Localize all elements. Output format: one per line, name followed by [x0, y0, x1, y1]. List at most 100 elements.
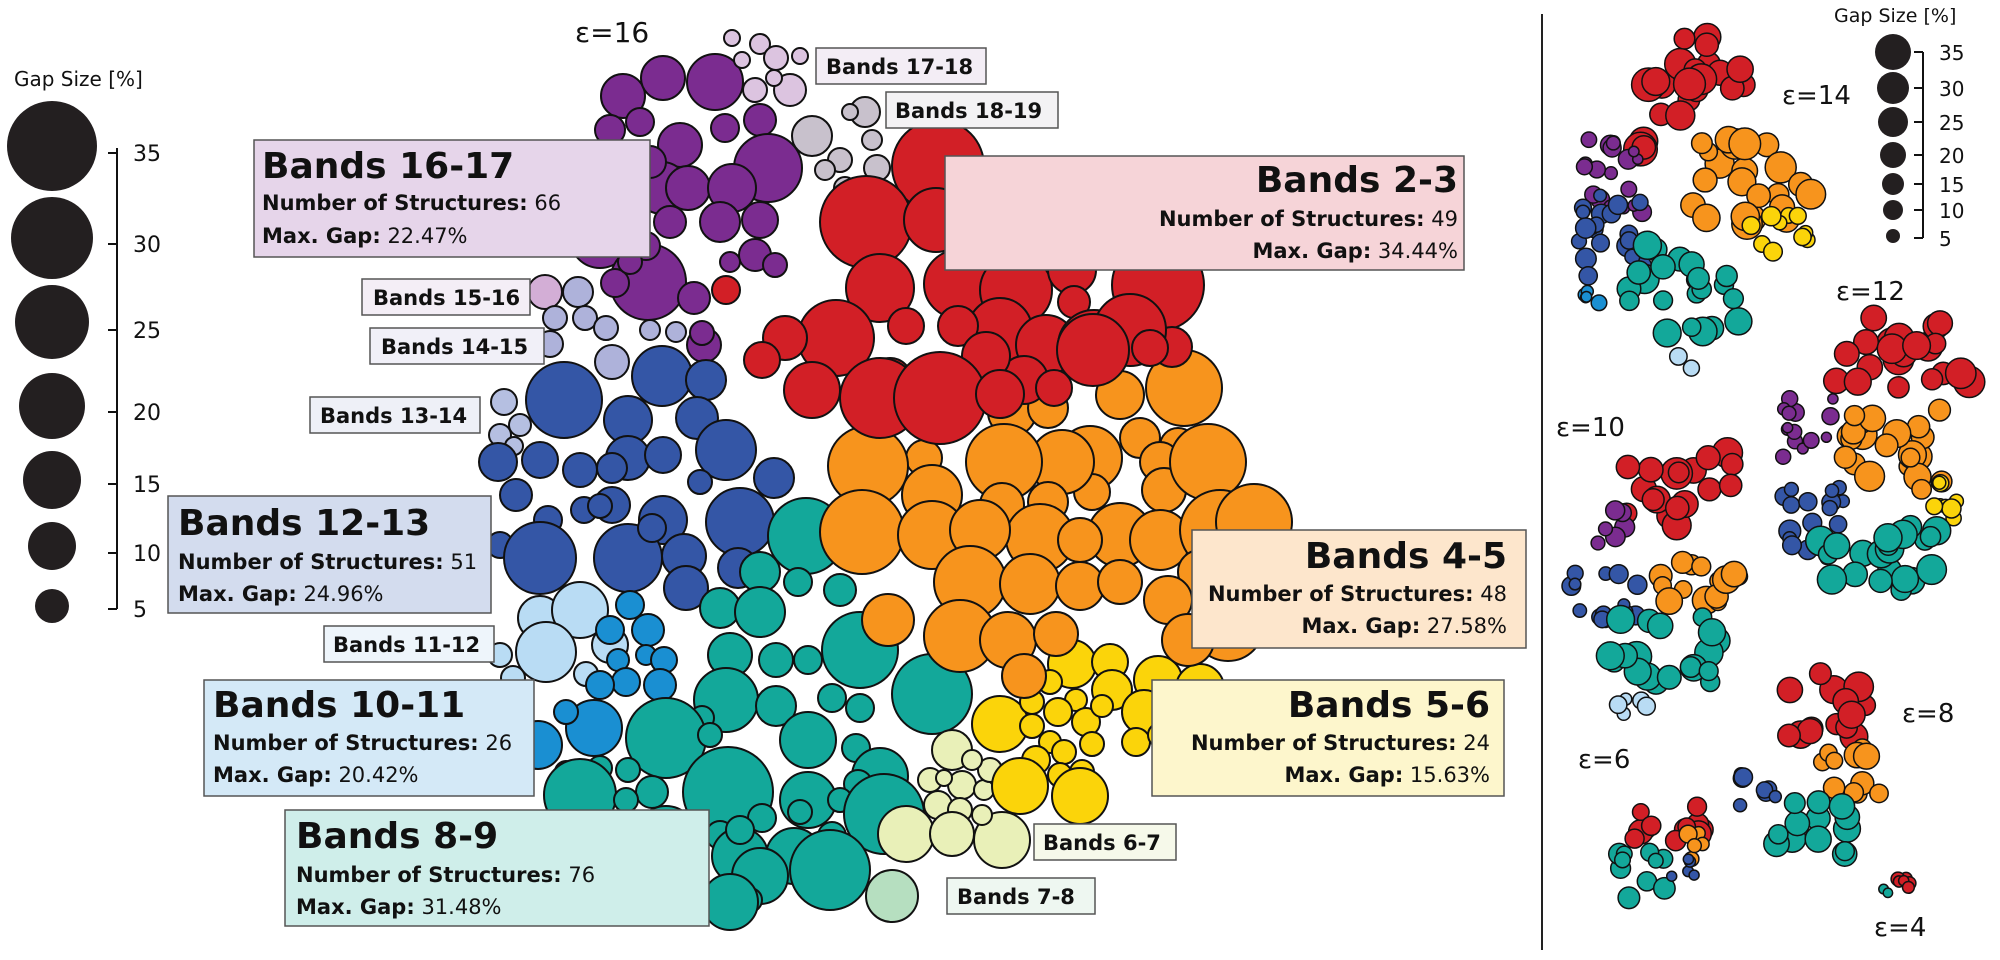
legend-left-circle	[7, 101, 97, 191]
gap-bubble	[1762, 241, 1784, 262]
gap-bubble	[697, 722, 723, 748]
gap-bubble	[1690, 132, 1713, 155]
gap-bubble	[1720, 560, 1748, 588]
gap-bubble	[1051, 739, 1077, 765]
gap-bubble	[845, 253, 915, 323]
legend-tick-label: 35	[133, 142, 161, 167]
band-label-structures: Number of Structures: 48	[1208, 582, 1507, 606]
gap-bubble	[1668, 346, 1688, 366]
gap-bubble	[1843, 367, 1872, 396]
gap-bubble	[1876, 333, 1908, 365]
legend-tick-label: 20	[133, 401, 161, 426]
gap-bubble	[551, 581, 609, 639]
gap-bubble	[1873, 523, 1903, 553]
legend-left-circle	[28, 522, 76, 570]
gap-bubble	[1927, 398, 1952, 422]
legend-right-circle	[1883, 200, 1903, 220]
band-label-box	[284, 809, 710, 927]
small-cluster	[1561, 436, 1749, 722]
gap-bubble	[719, 251, 741, 273]
band-label-gap: Max. Gap: 27.58%	[1301, 614, 1507, 638]
band-label-4-5: Bands 4-5 Number of Structures: 48 Max. …	[1208, 536, 1507, 638]
gap-bubble	[1798, 491, 1818, 512]
gap-bubble	[1784, 810, 1811, 837]
gap-bubble	[1631, 193, 1649, 212]
gap-bubble	[1615, 454, 1641, 480]
band-label-16-17: Bands 16-17 Number of Structures: 66 Max…	[262, 146, 561, 248]
gap-bubble	[1572, 603, 1588, 619]
legend-left-circle	[11, 197, 93, 279]
band-label-gap: Max. Gap: 31.48%	[296, 895, 502, 919]
gap-bubble	[1590, 535, 1606, 551]
gap-bubble	[1580, 131, 1598, 149]
gap-bubble	[1806, 790, 1831, 815]
gap-bubble	[1697, 618, 1727, 647]
gap-bubble	[687, 469, 713, 495]
legend-right-title: Gap Size [%]	[1834, 5, 1956, 27]
gap-bubble	[1131, 329, 1169, 367]
epsilon-label: ε=14	[1782, 81, 1851, 111]
gap-bubble	[1665, 100, 1696, 131]
gap-bubble	[1686, 266, 1710, 290]
gap-bubble	[991, 757, 1049, 815]
legend-left-circle	[23, 451, 81, 509]
gap-bubble	[1121, 727, 1151, 757]
band-label-title: Bands 10-11	[213, 685, 465, 726]
gap-bubble	[1694, 32, 1720, 58]
gap-bubble	[1733, 767, 1754, 788]
gap-bubble	[1568, 577, 1582, 591]
gap-bubble	[1679, 655, 1702, 679]
gap-bubble	[743, 341, 781, 379]
gap-bubble	[1682, 359, 1701, 377]
gap-bubble	[1057, 517, 1103, 563]
gap-bubble	[643, 668, 677, 702]
gap-bubble	[1686, 837, 1703, 854]
gap-bubble	[695, 419, 757, 481]
gap-bubble	[1652, 876, 1676, 900]
legend-right-circle	[1880, 142, 1906, 168]
gap-bubble	[644, 436, 682, 474]
gap-bubble	[1001, 653, 1047, 699]
gap-bubble	[783, 567, 813, 597]
gap-bubble	[1732, 797, 1748, 813]
gap-bubble	[763, 45, 789, 71]
gap-bubble	[823, 573, 857, 607]
gap-bubble	[1774, 448, 1792, 465]
gap-bubble	[725, 815, 755, 845]
legend-right-circle	[1878, 107, 1908, 137]
gap-bubble	[689, 320, 715, 346]
small-cluster	[1732, 662, 1889, 867]
gap-bubble	[1768, 789, 1783, 804]
band-label-structures: Number of Structures: 26	[213, 731, 512, 755]
gap-bubble	[587, 493, 613, 519]
gap-bubble	[1764, 151, 1797, 184]
gap-bubble	[1575, 158, 1594, 176]
gap-bubble	[1578, 265, 1599, 286]
gap-bubble	[1741, 215, 1761, 236]
gap-bubble	[1667, 461, 1690, 484]
gap-bubble	[961, 749, 983, 771]
small-band-label: Bands 18-19	[895, 99, 1042, 123]
legend-tick-label: 30	[133, 233, 161, 258]
gap-bubble	[793, 645, 823, 675]
gap-bubble	[1874, 433, 1899, 458]
gap-bubble	[562, 276, 594, 308]
small-cluster	[1607, 796, 1714, 910]
gap-bubble	[841, 103, 859, 121]
gap-bubble	[1637, 456, 1664, 483]
small-band-label: Bands 15-16	[373, 286, 520, 310]
band-label-title: Bands 16-17	[262, 146, 514, 187]
small-bubble-clusters	[1561, 22, 1986, 910]
gap-bubble	[1802, 431, 1820, 449]
small-band-label-box	[323, 625, 495, 663]
small-band-label-box	[369, 327, 545, 365]
gap-bubble	[1043, 697, 1073, 727]
gap-bubble	[615, 590, 645, 620]
gap-bubble	[685, 359, 727, 401]
gap-bubble	[742, 77, 768, 103]
gap-bubble	[1035, 369, 1073, 407]
gap-bubble	[1728, 127, 1762, 161]
